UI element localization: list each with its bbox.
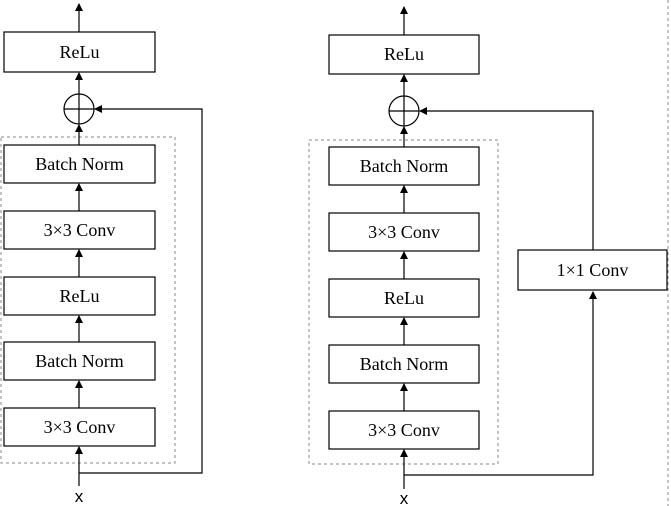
left-input-label: x	[75, 487, 84, 506]
right-input-label: x	[400, 489, 409, 506]
right-shortcut-conv-box: 1×1 Conv	[517, 249, 668, 291]
right-layer-1-label: Batch Norm	[360, 156, 448, 176]
right-addition-node	[388, 95, 420, 127]
right-layer-5-label: 3×3 Conv	[368, 420, 440, 440]
right-layer-4-label: Batch Norm	[360, 354, 448, 374]
left-layer-4-label: Batch Norm	[35, 351, 123, 371]
left-layer-2-box: 3×3 Conv	[3, 210, 156, 250]
right-layer-3-box: ReLu	[328, 278, 480, 318]
right-layer-5-box: 3×3 Conv	[328, 410, 480, 450]
left-layer-4-box: Batch Norm	[3, 341, 156, 381]
right-shortcut-output-path	[419, 107, 594, 250]
left-addition-node	[63, 93, 95, 125]
identity-residual-block: ReLu Batch Norm 3×3 Conv ReLu Batch Norm	[0, 3, 203, 506]
left-output-relu-label: ReLu	[60, 42, 100, 62]
right-output-relu-label: ReLu	[384, 44, 424, 64]
left-layer-5-box: 3×3 Conv	[3, 407, 156, 447]
right-shortcut-conv-label: 1×1 Conv	[557, 260, 629, 280]
left-layer-3-box: ReLu	[3, 276, 156, 316]
right-layer-4-box: Batch Norm	[328, 344, 480, 384]
left-layer-3-label: ReLu	[60, 286, 100, 306]
left-output-relu-box: ReLu	[3, 31, 156, 73]
left-layer-2-label: 3×3 Conv	[44, 220, 116, 240]
left-layer-5-label: 3×3 Conv	[44, 417, 116, 437]
left-identity-shortcut	[79, 105, 203, 474]
left-layer-1-label: Batch Norm	[35, 154, 123, 174]
right-layer-1-box: Batch Norm	[328, 146, 480, 186]
right-layer-3-label: ReLu	[384, 288, 424, 308]
right-layer-2-label: 3×3 Conv	[368, 222, 440, 242]
right-output-relu-box: ReLu	[328, 34, 480, 75]
right-layer-2-box: 3×3 Conv	[328, 212, 480, 252]
left-layer-1-box: Batch Norm	[3, 144, 156, 184]
right-shortcut-input-path	[404, 291, 597, 476]
left-residual-path-frame	[0, 136, 176, 464]
projection-residual-block: ReLu Batch Norm 3×3 Conv ReLu Batch Norm	[308, 6, 668, 506]
